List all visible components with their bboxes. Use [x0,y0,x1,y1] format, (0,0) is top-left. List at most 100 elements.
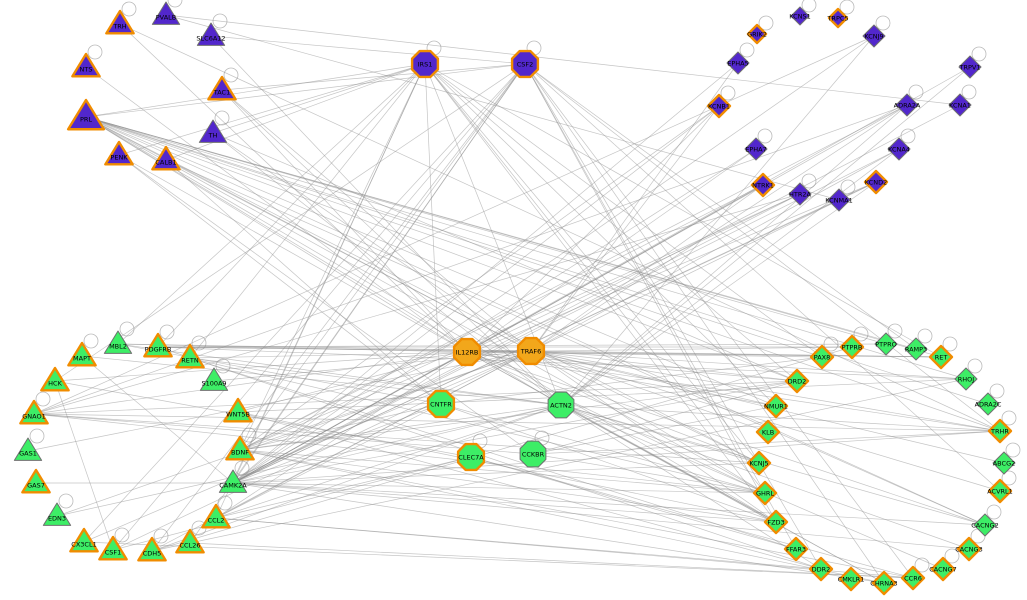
edge-actn2-cacng2 [560,404,986,526]
edge-traf6-th [212,132,532,352]
diamond-shape [763,509,789,535]
edge-traf6-csf1 [112,350,532,551]
triangle-shape [175,528,205,554]
edge-traf6-calb1 [165,159,532,352]
edge-ccl26-ccr6 [189,542,914,579]
edge-irs1-mbl2 [117,63,426,345]
triangle-shape [207,75,237,101]
edge-camk2a-htr2a [232,193,801,484]
self-loop-kcnj9 [875,15,891,31]
edge-pvalb-kcnma1 [165,14,840,201]
edge-il12rb-epha7 [466,148,757,353]
self-loop-th [214,110,230,126]
diamond-shape [809,344,835,370]
diamond-shape [987,478,1013,504]
edge-csf2-hck [54,63,526,382]
triangle-shape [218,469,248,493]
edge-actn2-ccl2 [215,404,562,519]
edge-actn2-bdnf [239,404,562,451]
self-loop-slc6a12 [212,13,228,29]
edge-irs1-ret [424,63,942,358]
edge-traf6-nmur1 [530,350,777,407]
edge-traf6-rhoj [530,350,967,380]
diamond-shape [863,169,889,195]
edge-il12rb-cacng2 [466,351,986,526]
self-loop-rhoj [967,358,983,374]
self-loop-pdgfrb [159,324,175,340]
edge-clec7a-csf1 [112,456,472,551]
edge-bdnf-ghrl [239,449,766,494]
self-loop-gnao1 [35,391,51,407]
self-loop-ptpro [887,323,903,339]
diamond-shape [788,182,812,206]
edge-wnt5b-fzd3 [237,411,777,523]
edge-gnao1-trhr [33,413,1001,432]
edge-bdnf-ntrk1 [239,184,764,451]
edge-il12rb-gnao1 [33,351,468,415]
edge-camk2a-fzd3 [232,482,777,523]
diamond-shape [827,188,851,212]
edge-prl-ptpro [85,116,887,345]
edge-irs1-penk [118,63,426,156]
node-cckbr[interactable]: CCKBR [519,440,547,468]
edge-actn2-kcnj5 [560,404,760,464]
diamond-shape [930,556,956,582]
edge-il12rb-trhr [466,351,1001,432]
triangle-shape [225,435,255,461]
triangle-shape [103,330,133,354]
triangle-shape [69,527,99,553]
edge-bdnf-fzd3 [239,449,777,523]
edge-prl-ramp3 [85,116,917,350]
edge-csf2-cx3cl1 [83,63,526,543]
edge-csf2-ddr2 [524,63,822,570]
edge-pdgfrb-ret [157,346,942,358]
self-loop-retn [191,335,207,351]
self-loop-epha5 [739,42,755,58]
diamond-shape [750,172,776,198]
node-actn2[interactable]: ACTN2 [547,391,575,419]
node-csf2[interactable]: CSF2 [510,49,540,79]
edge-camk2a-kcnj5 [232,462,760,484]
diamond-shape [706,93,732,119]
node-irs1[interactable]: IRS1 [410,49,440,79]
edge-camk2a-kcna4 [232,148,900,484]
diamond-shape [958,55,982,79]
edge-camk2a-mapt [81,355,234,484]
edge-retn-ghrl [189,357,766,494]
self-loop-edn3 [58,493,74,509]
self-loop-trhr [1001,410,1017,426]
edge-actn2-kcnj9 [560,35,875,406]
diamond-shape [763,393,789,419]
edge-traf6-cx3cl1 [83,350,532,543]
node-cntfr[interactable]: CNTFR [426,389,456,419]
node-traf6[interactable]: TRAF6 [516,336,546,366]
triangle-shape [19,399,49,425]
self-loop-camk2a [234,460,250,476]
edge-cckbr-penk [118,154,534,455]
diamond-shape [755,419,781,445]
diamond-shape [874,332,898,356]
edge-cdh5-rhoj [151,378,967,552]
edge-csf2-csf1 [112,63,526,551]
edge-cx3cl1-ccr6 [83,541,914,579]
diamond-shape [752,480,778,506]
triangle-shape [67,341,97,367]
edge-traf6-bdnf [239,350,532,451]
triangle-shape [198,119,228,143]
hexagon-shape [547,391,575,419]
node-il12rb[interactable]: IL12RB [452,337,482,367]
edge-csf2-trhr [524,63,1001,432]
edge-prl-nmur1 [85,116,777,407]
edge-traf6-epha5 [530,62,739,352]
edge-prl-ghrl [85,116,766,494]
self-loops-layer [29,0,1021,573]
edge-irs1-pdgfrb [157,63,426,348]
edge-pvalb-kcna1 [165,14,961,106]
self-loop-tac1 [223,67,239,83]
node-clec7a[interactable]: CLEC7A [456,442,486,472]
edge-irs1-bdnf [239,63,426,451]
triangle-shape [196,22,226,46]
diamond-shape [746,450,772,476]
